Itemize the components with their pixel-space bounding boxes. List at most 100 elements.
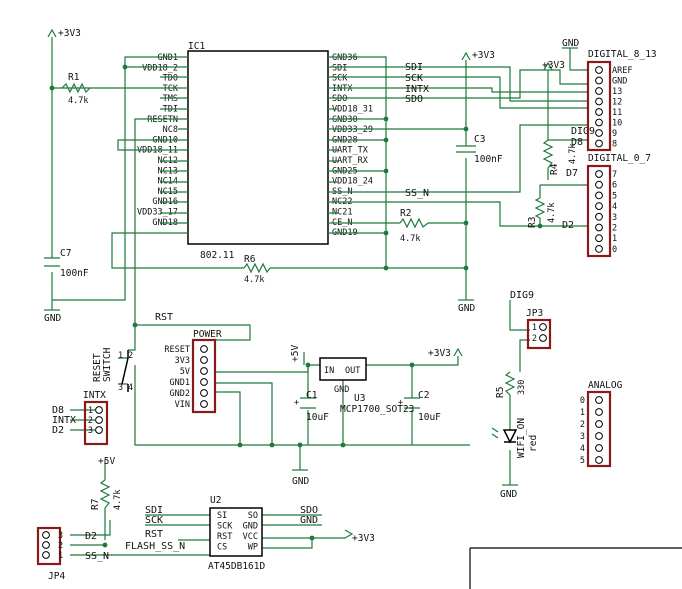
u2-pin-vcc: VCC (243, 532, 258, 542)
resistor-r6: R6 4.7k (243, 254, 271, 285)
gnd-led: GND (500, 489, 517, 500)
c2-polarity: + (398, 398, 403, 408)
r7-ref: R7 (90, 499, 101, 510)
switch-label-a: RESET (92, 353, 103, 382)
regulator-u3: IN OUT GND U3 MCP1700_SOT23 (319, 357, 414, 415)
ic1-pin-uart_tx: UART_TX (332, 146, 369, 156)
intx-pin-label: 2 (88, 416, 93, 426)
resistor-r4: R4 4.7k (542, 139, 578, 175)
digital-0-7-pin-label: 4 (612, 202, 617, 212)
r2-ref: R2 (400, 208, 411, 219)
resistor-r3: R3 4.7k (527, 197, 557, 228)
header-jp3-title: JP3 (526, 308, 543, 319)
digital-8-13-pin-label: 8 (612, 140, 617, 150)
intx-pin-label: 1 (88, 406, 93, 416)
r4-value: 4.7k (568, 144, 578, 164)
digital-0-7-pin-label: 0 (612, 245, 617, 255)
digital-0-7-pin-hole (595, 212, 603, 221)
c7-value: 100nF (60, 268, 89, 279)
digital-8-13-pin-hole (595, 118, 603, 127)
switch-pin-2: 2 (128, 351, 133, 361)
digital-8-13-pin-hole (595, 108, 603, 116)
net-d7: D7 (566, 168, 578, 179)
ic1-pin-sck: SCK (332, 74, 348, 84)
digital-8-13-pin-hole (595, 76, 603, 85)
ic1-pin-vdd18_11: VDD18_11 (137, 146, 178, 156)
u2-net-rst: RST (145, 529, 163, 540)
digital-8-13-pin-label: 10 (612, 119, 622, 129)
net-dig9-jp3: DIG9 (510, 290, 534, 301)
intx-pin-label: 3 (88, 426, 93, 436)
jp3-pin-label: 1 (532, 323, 537, 333)
resistor-r7: R7 4.7k (90, 479, 123, 510)
digital-0-7-pin-label: 7 (612, 170, 617, 180)
power-pin-hole (200, 356, 208, 364)
net-ss-n-jp4: SS_N (85, 551, 109, 562)
digital-0-7-pin-hole (595, 180, 603, 189)
digital-8-13-pin-label: 9 (612, 129, 617, 139)
u2-net-sck: SCK (145, 515, 163, 526)
net-d2-jp4: D2 (85, 531, 97, 542)
digital-8-13-pin-label: 11 (612, 108, 622, 118)
v5-r7: +5V (98, 456, 115, 467)
ic1-pin-vdd33_17: VDD33_17 (137, 208, 178, 218)
header-digital-8-13-title: DIGITAL_8_13 (588, 49, 657, 60)
r3-value: 4.7k (547, 203, 557, 223)
r6-ref: R6 (244, 254, 256, 265)
jp3-pin-hole (539, 323, 547, 331)
digital-0-7-pin-hole (595, 223, 603, 232)
switch-pin-1: 1 (118, 351, 123, 361)
reset-switch: RESET SWITCH 2 1 3 4 (92, 347, 133, 393)
analog-pin-hole (595, 456, 603, 464)
ic1-pin-nc21: NC21 (332, 208, 352, 218)
u2-value: AT45DB161D (208, 561, 265, 572)
jp4-pin-label: 3 (58, 531, 63, 541)
u2-ref: U2 (210, 495, 221, 506)
digital-8-13-pin-label: 12 (612, 98, 622, 108)
u2-pin-si: SI (217, 511, 227, 521)
wires (44, 37, 682, 589)
u2-pin-so: SO (248, 511, 258, 521)
r3-ref: R3 (527, 217, 538, 228)
resistor-r1: R1 4.7k (61, 72, 91, 106)
intx-pin-hole (95, 426, 103, 434)
r1-ref: R1 (68, 72, 80, 83)
net-labels: SDI SCK INTX SDO SS_N RST D8 DIG9 D7 D2 … (85, 62, 595, 562)
jp3-pin-hole (539, 334, 547, 342)
power-pin-label: GND2 (170, 389, 190, 399)
net-sdi: SDI (405, 62, 423, 73)
power-pin-hole (200, 345, 208, 353)
ic1-body (187, 50, 329, 245)
analog-pin-label: 0 (580, 396, 585, 406)
analog-pin-label: 1 (580, 408, 585, 418)
switch-pin-3: 3 (118, 383, 123, 393)
ic1-pin-tms: TMS (163, 94, 178, 104)
digital-0-7-pin-hole (595, 170, 603, 178)
header-analog-title: ANALOG (588, 380, 623, 391)
c1-value: 10uF (306, 412, 329, 423)
net-intx: INTX (405, 84, 429, 95)
u2-pin-sck: SCK (217, 522, 233, 532)
resistor-r2: R2 4.7k (399, 208, 429, 244)
c7-ref: C7 (60, 248, 71, 259)
intx-pin-hole (95, 406, 103, 414)
intx-net-intx: INTX (52, 415, 76, 426)
u2-pin-gnd: GND (243, 522, 258, 532)
c1-polarity: + (294, 398, 299, 408)
power-pin-label: GND1 (170, 378, 190, 388)
u2-net-gnd: GND (300, 515, 318, 526)
analog-pin-hole (595, 444, 603, 452)
u2-pin-cs: CS (217, 543, 227, 553)
digital-8-13-pin-hole (595, 87, 603, 95)
header-jp3: JP3 12 (526, 308, 552, 350)
r7-value: 4.7k (113, 490, 123, 510)
digital-0-7-pin-label: 1 (612, 234, 617, 244)
analog-pin-hole (595, 396, 603, 404)
analog-pin-hole (595, 408, 603, 416)
intx-net-d8: D8 (52, 405, 64, 416)
analog-pin-label: 3 (580, 432, 585, 442)
digital-0-7-pin-hole (595, 202, 603, 211)
